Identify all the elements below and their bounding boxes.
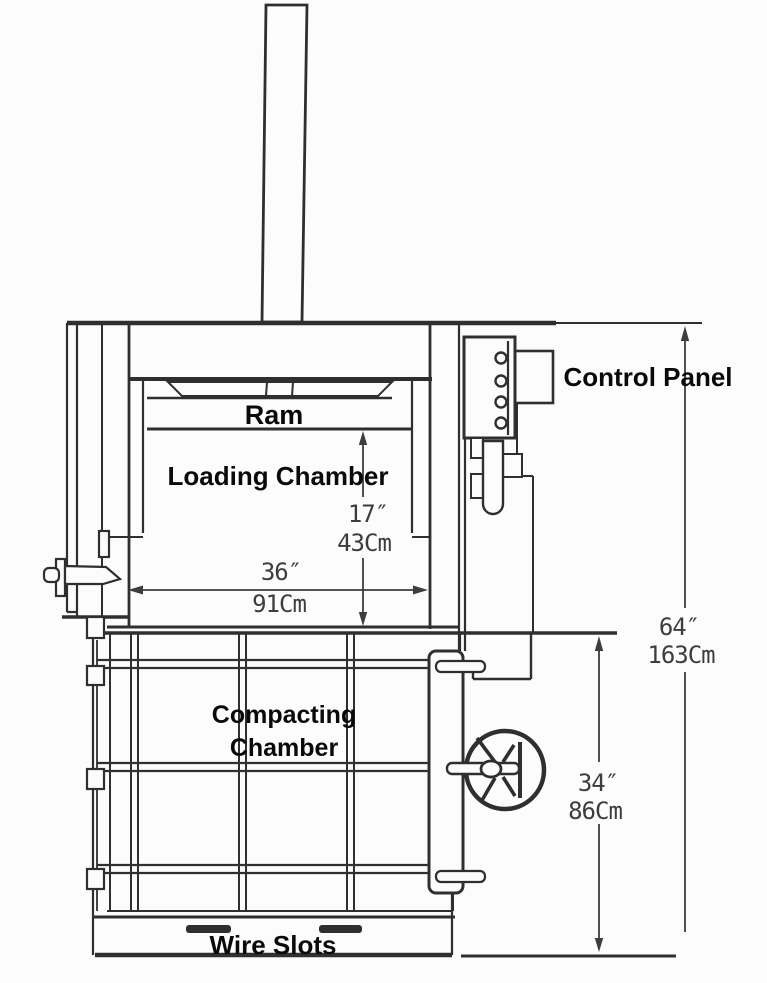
latch-keeper <box>97 529 111 559</box>
door-flange <box>434 659 487 674</box>
hydraulic-cylinder <box>260 3 309 324</box>
machine-top-frame <box>67 320 702 381</box>
loading-chamber-label: Loading Chamber <box>167 461 389 491</box>
control-panel-box <box>462 335 517 440</box>
wire-slots-label: Wire Slots <box>209 930 337 960</box>
dim-overall-height-cm: 163Cm <box>647 641 715 669</box>
base <box>93 870 676 958</box>
hinge-block <box>85 867 106 891</box>
loading-chamber-walls <box>108 381 430 538</box>
hydraulic-valve <box>481 439 505 516</box>
ram-assembly <box>147 381 412 431</box>
dim-loading-width <box>128 585 428 595</box>
dim-overall-height <box>680 326 690 932</box>
wire-slot-icon <box>186 925 231 933</box>
dim-loading-height-cm: 43Cm <box>337 529 392 557</box>
dim-chamber-height-cm: 86Cm <box>568 797 623 825</box>
hinge-block <box>85 767 106 791</box>
wire-slots <box>186 925 362 933</box>
dim-loading-width-in: 36″ <box>260 558 302 586</box>
dim-chamber-height-in: 34″ <box>577 769 619 797</box>
dim-overall-height-in: 64″ <box>658 613 700 641</box>
dim-loading-height <box>358 431 368 626</box>
panel-button-icon <box>494 416 508 430</box>
panel-button-icon <box>494 395 508 409</box>
hinge-block <box>85 664 106 687</box>
right-column <box>428 323 467 651</box>
wheel-hub <box>479 759 503 779</box>
dim-loading-width-cm: 91Cm <box>252 590 307 618</box>
chamber-floor <box>93 625 617 635</box>
door-latch <box>42 557 123 598</box>
dim-loading-height-in: 17″ <box>347 500 389 528</box>
latch-bolt <box>42 566 61 584</box>
hinge-block <box>85 615 106 640</box>
latch-plate <box>63 564 123 586</box>
control-panel-assembly <box>462 335 555 681</box>
compacting-chamber-label-line1: Compacting <box>211 701 357 729</box>
panel-side-bracket <box>513 349 555 405</box>
ram-label: Ram <box>244 400 304 430</box>
wire-slot-icon <box>319 925 362 933</box>
door-flange <box>434 869 487 884</box>
control-panel-label: Control Panel <box>563 362 733 392</box>
handwheel <box>445 728 547 812</box>
panel-button-icon <box>494 351 508 365</box>
compacting-chamber-frame <box>85 615 454 955</box>
compacting-chamber-label-line2: Chamber <box>229 734 339 762</box>
panel-button-icon <box>494 374 508 388</box>
dim-chamber-height <box>594 636 604 952</box>
